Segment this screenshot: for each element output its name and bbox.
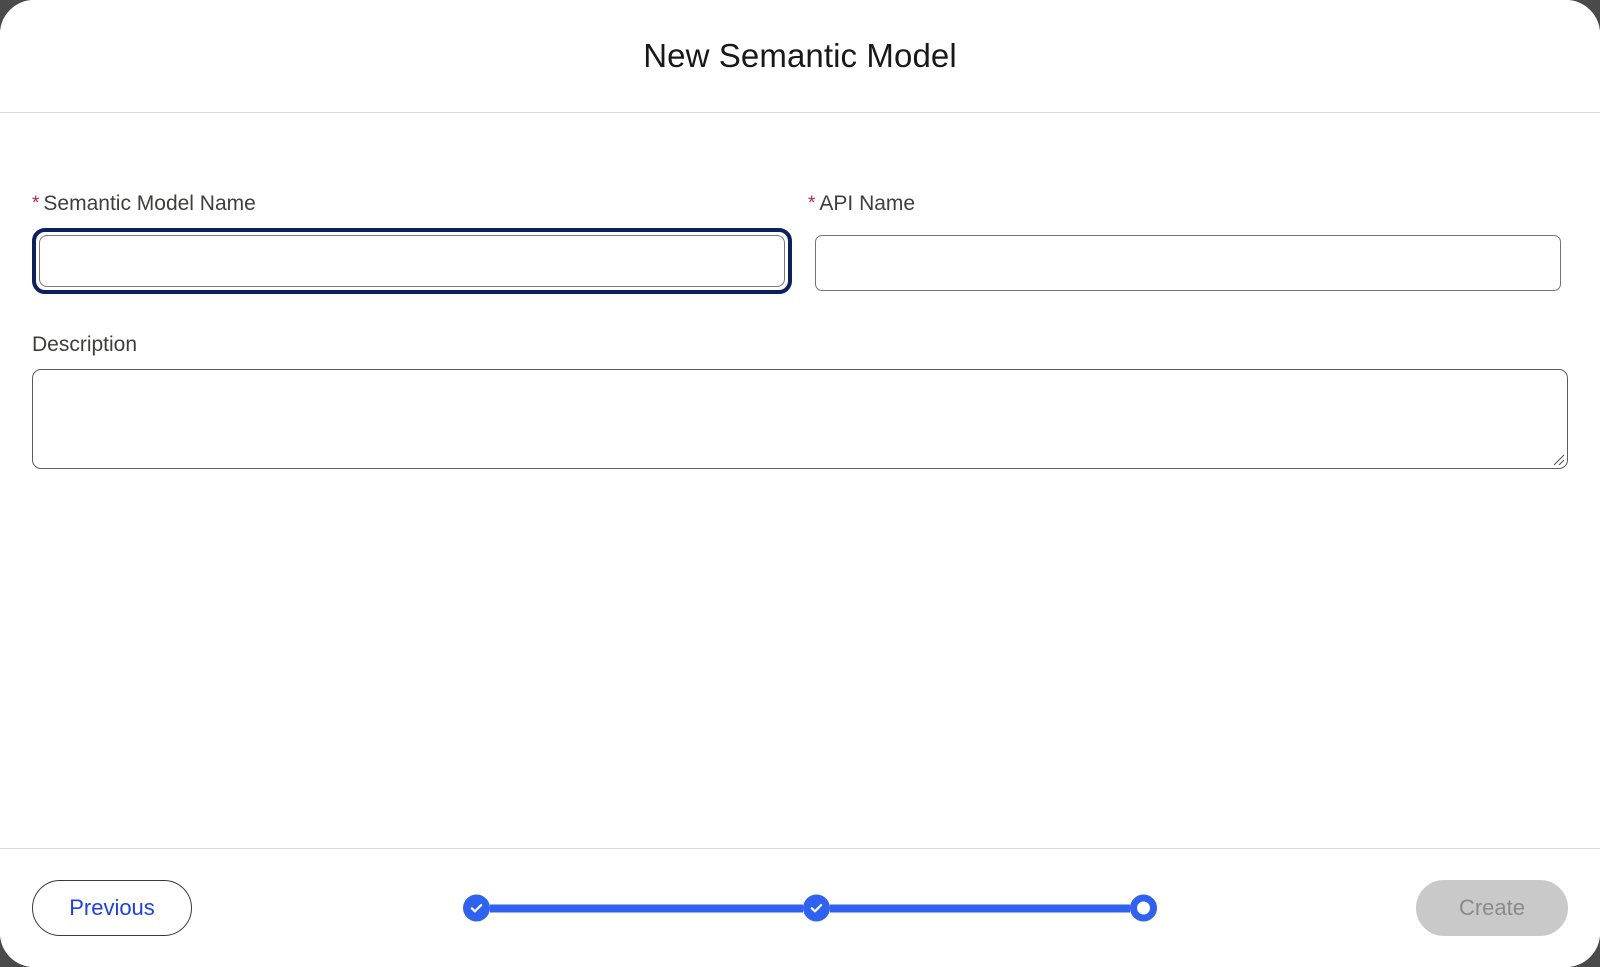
create-button[interactable]: Create <box>1416 880 1568 936</box>
required-asterisk-icon: * <box>808 193 816 214</box>
dialog-body: *Semantic Model Name *API Name Descripti… <box>0 113 1600 848</box>
page-title: New Semantic Model <box>643 36 957 74</box>
api-name-label-text: API Name <box>819 192 916 215</box>
check-icon <box>810 903 823 913</box>
stepper-step-1-complete[interactable] <box>463 894 490 922</box>
check-icon <box>470 903 483 913</box>
required-asterisk-icon: * <box>32 193 40 214</box>
stepper-connector-2 <box>830 904 1130 912</box>
stepper-step-3-current[interactable] <box>1130 894 1157 922</box>
progress-stepper <box>463 894 1157 922</box>
api-name-label: *API Name <box>808 191 1568 216</box>
description-label: Description <box>32 333 138 357</box>
form-row-names: *Semantic Model Name *API Name <box>0 113 1600 298</box>
api-name-input[interactable] <box>815 235 1561 292</box>
dialog-header: New Semantic Model <box>0 0 1600 113</box>
semantic-model-name-focus-ring <box>32 228 792 295</box>
semantic-model-name-input[interactable] <box>39 235 785 288</box>
semantic-model-name-label: *Semantic Model Name <box>32 191 792 216</box>
description-textarea-wrap <box>32 369 1568 470</box>
field-description: Description <box>0 298 1600 470</box>
stepper-step-2-complete[interactable] <box>803 894 830 922</box>
field-semantic-model-name: *Semantic Model Name <box>32 191 792 298</box>
field-api-name: *API Name <box>808 191 1568 298</box>
semantic-model-name-label-text: Semantic Model Name <box>43 192 256 215</box>
dialog-footer: Previous Create <box>0 848 1600 967</box>
previous-button[interactable]: Previous <box>32 880 192 936</box>
stepper-connector-1 <box>490 904 803 912</box>
description-textarea[interactable] <box>32 369 1568 470</box>
api-name-input-wrap <box>808 228 1568 298</box>
